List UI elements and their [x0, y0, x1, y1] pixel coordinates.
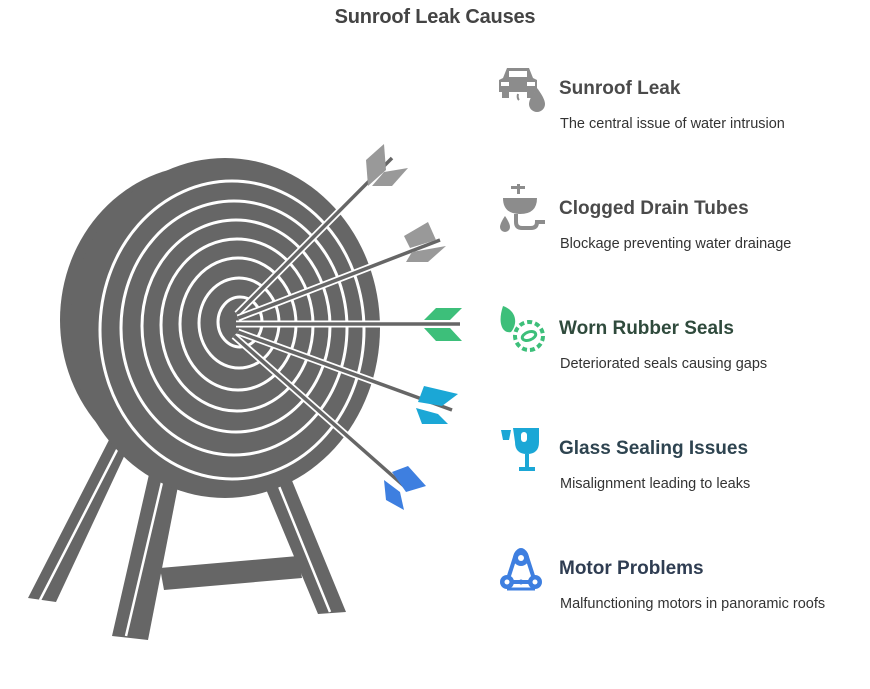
target-face: [70, 158, 380, 498]
sink-drain-icon: [500, 184, 545, 232]
arrow-blue: [231, 333, 426, 510]
leaf-seal-icon: [500, 306, 545, 352]
cause-description: Malfunctioning motors in panoramic roofs: [560, 596, 826, 612]
motor-belt-icon: [500, 548, 542, 591]
target-stand-highlights: [38, 447, 332, 637]
cause-title: Motor Problems: [559, 558, 704, 579]
cause-title: Sunroof Leak: [559, 78, 681, 99]
cause-description: The central issue of water intrusion: [560, 116, 785, 132]
page-title: Sunroof Leak Causes: [334, 6, 536, 28]
arrow-gray-top: [234, 144, 408, 317]
arrow-teal: [236, 328, 458, 424]
cause-item-worn-rubber-seals: Worn Rubber Seals Deteriorated seals cau…: [497, 302, 857, 392]
cause-description: Deteriorated seals causing gaps: [560, 356, 768, 372]
cause-item-motor-problems: Motor Problems Malfunctioning motors in …: [497, 542, 857, 632]
cause-description: Blockage preventing water drainage: [560, 236, 792, 252]
cause-title: Clogged Drain Tubes: [559, 198, 749, 219]
arrow-gray-second: [236, 222, 446, 322]
cause-item-clogged-drain-tubes: Clogged Drain Tubes Blockage preventing …: [497, 182, 857, 272]
arrow-green: [236, 308, 462, 341]
glass-icon: [501, 428, 539, 471]
cause-title: Worn Rubber Seals: [559, 318, 734, 339]
cause-description: Misalignment leading to leaks: [560, 476, 751, 492]
car-water-drop-icon: [499, 68, 545, 112]
cause-title: Glass Sealing Issues: [559, 438, 749, 459]
cause-item-sunroof-leak: Sunroof Leak The central issue of water …: [497, 62, 857, 152]
cause-item-glass-sealing-issues: Glass Sealing Issues Misalignment leadin…: [497, 422, 857, 512]
